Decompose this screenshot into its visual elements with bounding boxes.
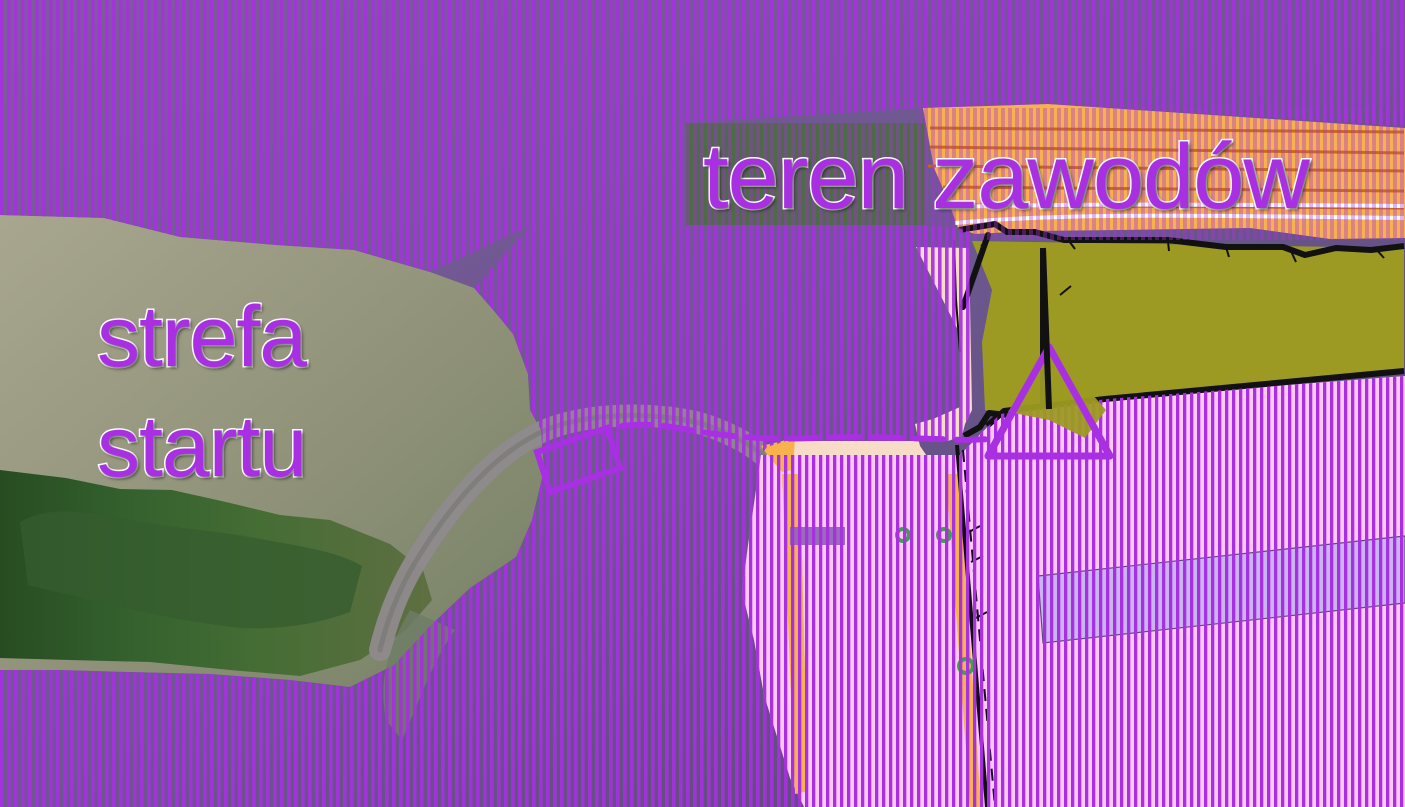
start-triangle-outline (984, 343, 1114, 460)
purple-stripe-highlight (686, 108, 1405, 240)
fence-join (962, 410, 1008, 439)
start-zone-label-line1: strefa (95, 289, 308, 385)
olive-triangle (1008, 345, 1106, 438)
olive-open-area (972, 241, 1404, 417)
purple-pink-hatch (742, 376, 1405, 807)
forest-canopy (20, 511, 362, 629)
competition-area-label: teren zawodów (702, 126, 1312, 228)
triangle-fence-line (1040, 247, 1052, 410)
start-zone-label-line2: startu (95, 399, 308, 495)
course-dashed-line (619, 421, 996, 444)
start-box (533, 424, 624, 496)
